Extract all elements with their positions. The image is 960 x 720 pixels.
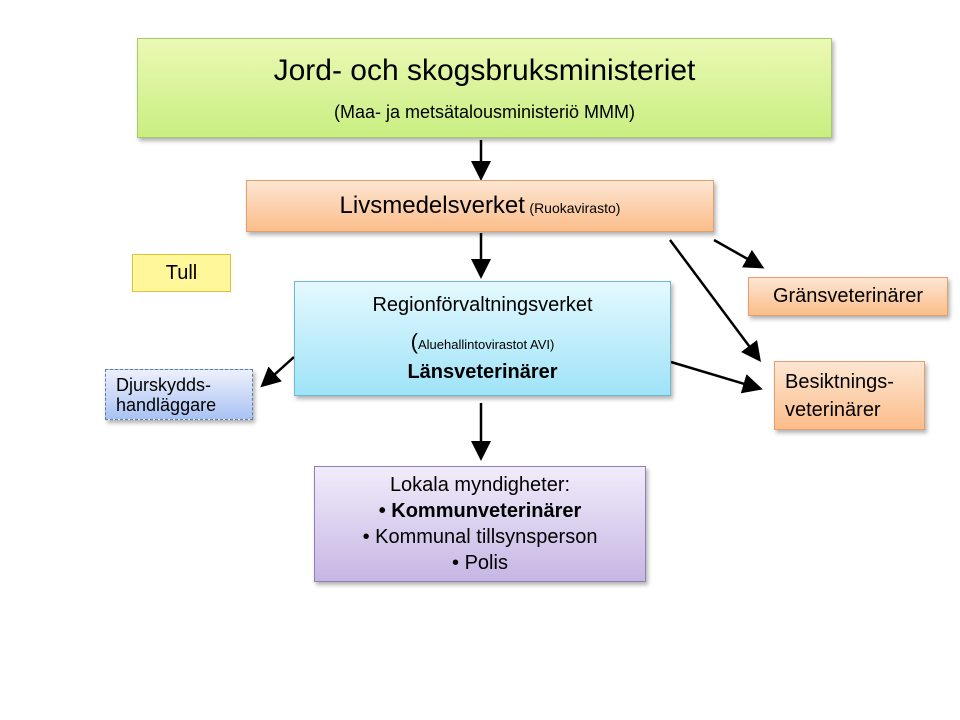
arrow-regional-to-inspection-vets [670,360,763,394]
local-title: Lokala myndigheter: [389,474,571,496]
arrow-agency-to-border-vets [713,238,765,269]
inspection-vets-line2: veterinärer [785,398,881,421]
animal-welfare-line1: Djurskydds- [116,374,212,395]
customs-box: Tull [132,254,231,292]
border-vets-box: Gränsveterinärer [748,277,948,316]
customs-title: Tull [165,261,198,284]
animal-welfare-box: Djurskydds- handläggare [105,369,253,420]
regional-paren: ( [410,328,418,354]
local-item: • Kommunal tillsynsperson [362,526,598,548]
regional-box: Regionförvaltningsverket (Aluehallintovi… [294,281,671,396]
border-vets-title: Gränsveterinärer [772,285,924,307]
local-authorities-box: Lokala myndigheter: • Kommunveterinärer … [314,466,646,582]
ministry-subtitle: (Maa- ja metsätalousministeriö MMM) [333,101,636,122]
food-agency-box: Livsmedelsverket (Ruokavirasto) [246,180,714,232]
regional-title: Regionförvaltningsverket [372,293,593,316]
food-agency-title: Livsmedelsverket [339,192,525,219]
food-agency-subtitle: (Ruokavirasto) [529,200,621,216]
regional-subtitle: Aluehallintovirastot AVI) [417,336,555,352]
ministry-title: Jord- och skogsbruksministeriet [273,53,696,87]
regional-role: Länsveterinärer [407,360,558,383]
inspection-vets-box: Besiktnings- veterinärer [774,361,925,430]
arrow-regional-to-animal-welfare [260,356,295,388]
ministry-box: Jord- och skogsbruksministeriet (Maa- ja… [137,38,832,138]
animal-welfare-line2: handläggare [116,394,217,415]
local-item: • Polis [452,552,508,574]
inspection-vets-line1: Besiktnings- [785,370,894,393]
local-item: • Kommunveterinärer [378,500,582,522]
arrow-agency-to-inspection-vets [668,239,761,363]
